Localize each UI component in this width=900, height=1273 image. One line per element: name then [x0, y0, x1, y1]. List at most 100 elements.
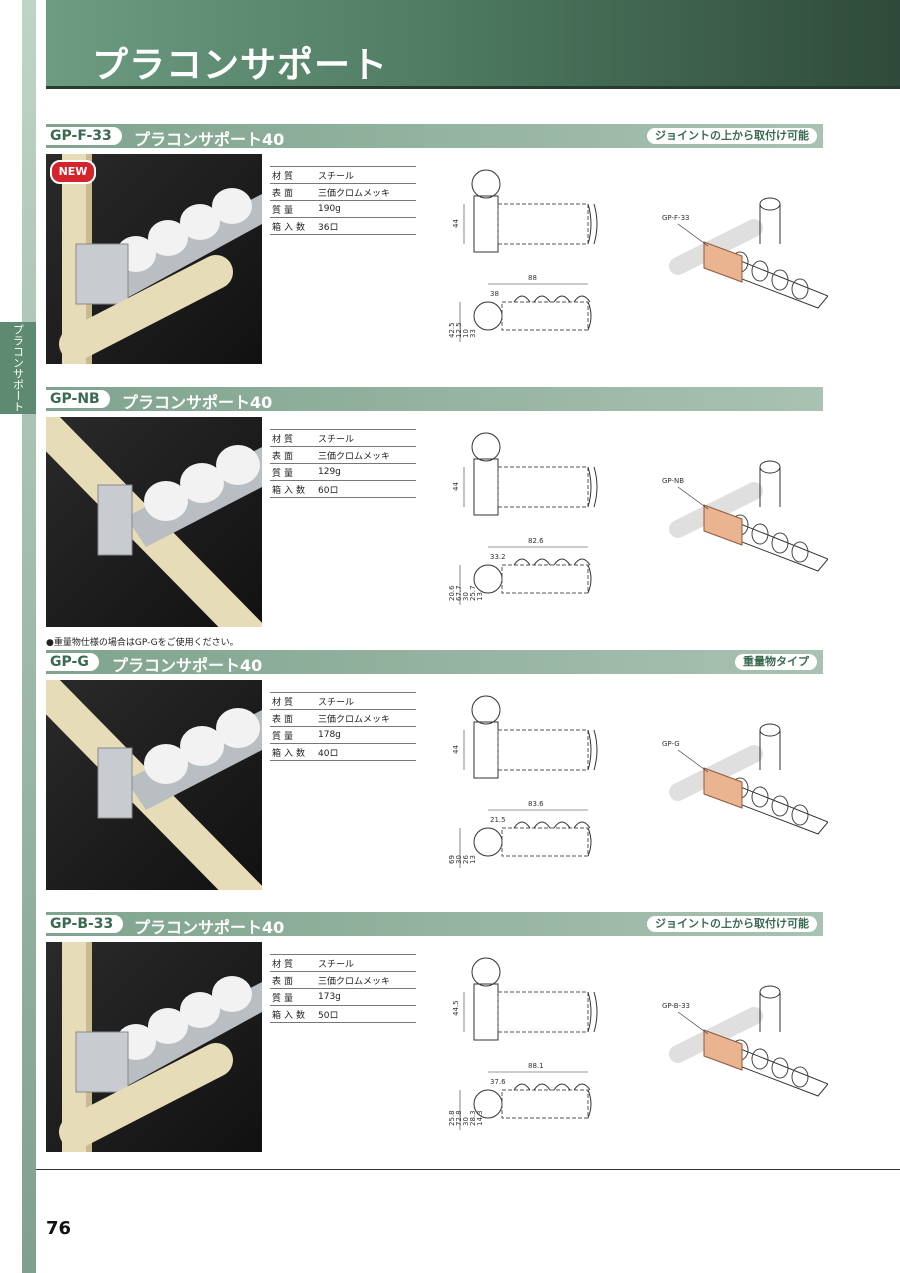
- spec-label: 材質: [270, 429, 316, 447]
- part-callout: GP-G: [662, 740, 680, 748]
- dimension-label: 44: [452, 745, 460, 754]
- product-title: プラコンサポート40: [112, 656, 263, 675]
- spec-value: 三価クロムメッキ: [316, 709, 416, 727]
- left-rail: [22, 0, 36, 1273]
- spec-label: 材質: [270, 692, 316, 710]
- dimension-label: 44: [452, 219, 460, 228]
- product-photo: [46, 154, 262, 364]
- product-title: プラコンサポート40: [134, 918, 285, 937]
- spec-value: 三価クロムメッキ: [316, 971, 416, 989]
- product-code: GP-B-33: [46, 915, 124, 933]
- spec-value: 三価クロムメッキ: [316, 446, 416, 464]
- section-header-bar: [46, 650, 823, 674]
- spec-label: 質量: [270, 726, 316, 744]
- dimension-label: 13: [469, 855, 477, 864]
- spec-label: 材質: [270, 166, 316, 184]
- spec-label: 表面: [270, 709, 316, 727]
- isometric-drawing: GP-G: [662, 723, 829, 835]
- spec-label: 表面: [270, 446, 316, 464]
- product-photo: [46, 942, 262, 1152]
- feature-badge: 重量物タイプ: [735, 654, 817, 670]
- dimension-label: 30: [455, 855, 463, 864]
- dimension-label: 38: [490, 290, 499, 298]
- dimension-label: 37.6: [490, 1078, 506, 1086]
- isometric-drawing: GP-F-33: [662, 197, 829, 309]
- spec-value: 178g: [316, 726, 416, 744]
- dimension-label: 21.5: [490, 816, 506, 824]
- isometric-wrapper: GP-G: [658, 710, 829, 864]
- spec-label: 材質: [270, 954, 316, 972]
- spec-value: 190g: [316, 200, 416, 218]
- header-underline: [46, 86, 900, 89]
- spec-row: 材質スチール: [270, 429, 416, 447]
- spec-value: 50ロ: [316, 1005, 416, 1023]
- spec-value: スチール: [316, 692, 416, 710]
- spec-row: 表面三価クロムメッキ: [270, 446, 416, 464]
- footer-divider: [36, 1169, 900, 1170]
- spec-label: 箱入数: [270, 743, 316, 761]
- feature-badge: ジョイントの上から取付け可能: [647, 128, 817, 144]
- spec-row: 表面三価クロムメッキ: [270, 183, 416, 201]
- product-code: GP-NB: [46, 390, 110, 408]
- product-title: プラコンサポート40: [122, 393, 273, 412]
- spec-row: 表面三価クロムメッキ: [270, 971, 416, 989]
- spec-value: 三価クロムメッキ: [316, 183, 416, 201]
- dimension-label: 88.1: [528, 1062, 544, 1070]
- dimension-label: 20.6: [448, 585, 456, 601]
- spec-label: 表面: [270, 183, 316, 201]
- product-photo: [46, 680, 262, 890]
- dimension-label: 10: [462, 329, 470, 338]
- dimension-label: 30: [462, 592, 470, 601]
- dimension-label: 67.7: [455, 585, 463, 601]
- spec-value: スチール: [316, 954, 416, 972]
- spec-label: 表面: [270, 971, 316, 989]
- part-callout: GP-NB: [662, 477, 684, 485]
- dimension-label: 82.6: [528, 537, 544, 545]
- spec-value: 129g: [316, 463, 416, 481]
- dimension-label: 13: [476, 592, 484, 601]
- dimension-label: 72.8: [455, 1110, 463, 1126]
- dimension-label: 69: [448, 855, 456, 864]
- spec-value: スチール: [316, 429, 416, 447]
- dimension-label: 26: [462, 855, 470, 864]
- part-callout: GP-B-33: [662, 1002, 690, 1010]
- dimension-label: 88: [528, 274, 537, 282]
- spec-value: 173g: [316, 988, 416, 1006]
- product-code: GP-G: [46, 653, 99, 671]
- isometric-wrapper: GP-NB: [658, 447, 829, 601]
- dimension-label: 44.5: [452, 1000, 460, 1016]
- section-header-bar: [46, 387, 823, 411]
- dimension-label: 33: [469, 329, 477, 338]
- spec-row: 表面三価クロムメッキ: [270, 709, 416, 727]
- spec-row: 材質スチール: [270, 954, 416, 972]
- dimension-label: 28.3: [469, 1110, 477, 1126]
- spec-value: スチール: [316, 166, 416, 184]
- product-note: ●重量物仕様の場合はGP-Gをご使用ください。: [46, 638, 239, 648]
- spec-value: 36ロ: [316, 217, 416, 235]
- dimension-label: 42.5: [448, 322, 456, 338]
- product-code: GP-F-33: [46, 127, 122, 145]
- dimension-label: 30: [462, 1117, 470, 1126]
- spec-value: 40ロ: [316, 743, 416, 761]
- page-number: 76: [46, 1218, 72, 1239]
- spec-label: 箱入数: [270, 217, 316, 235]
- dimension-label: 25.8: [448, 1110, 456, 1126]
- dimension-label: 83.6: [528, 800, 544, 808]
